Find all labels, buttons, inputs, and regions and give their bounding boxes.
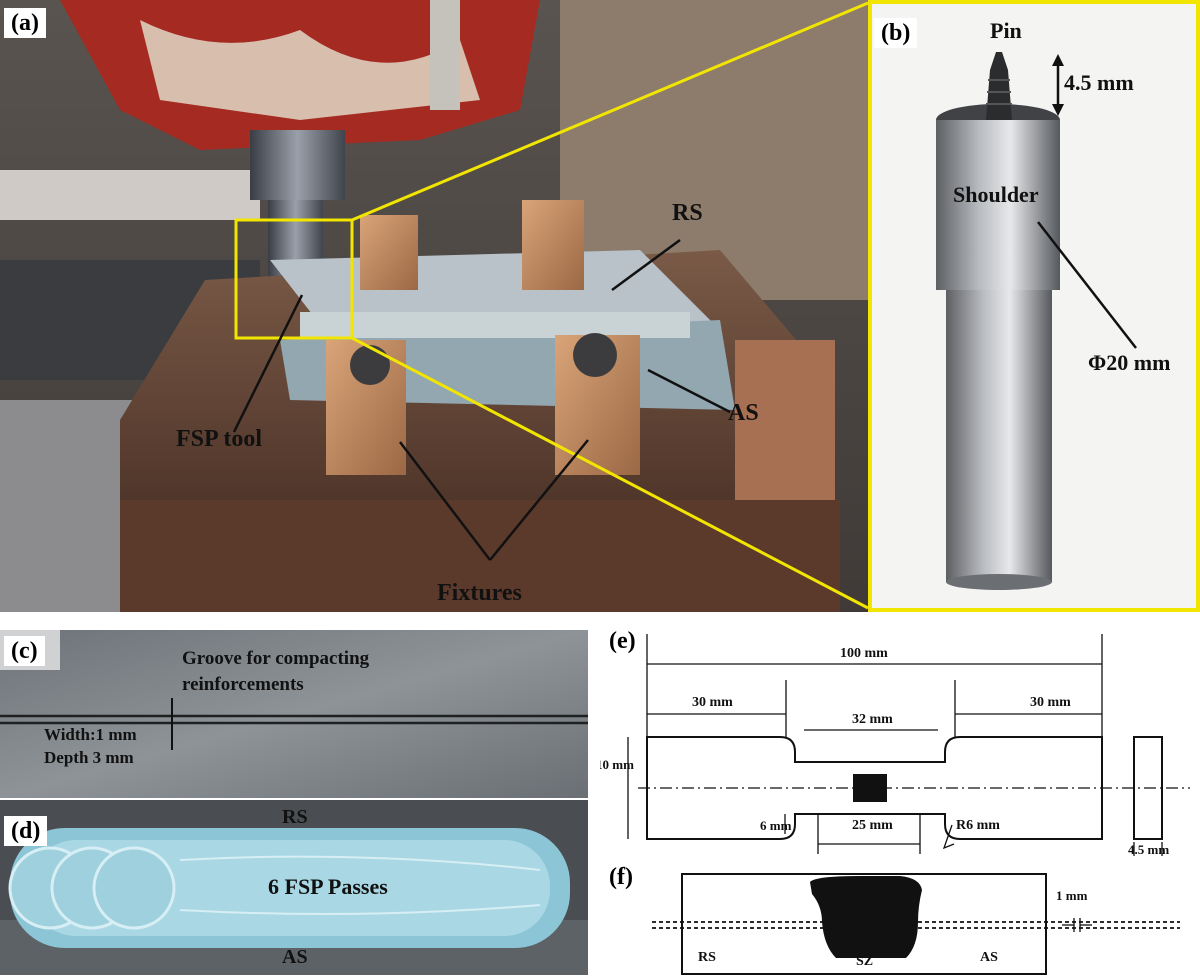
dim-left-label: 30 mm xyxy=(692,695,733,710)
panel-c-label: (c) xyxy=(4,636,45,666)
cross-section-drawing xyxy=(652,873,1180,975)
passes-rs-label: RS xyxy=(282,806,308,828)
section-sz-label: SZ xyxy=(856,954,874,969)
groove-plate-photo xyxy=(0,630,588,798)
pin-label: Pin xyxy=(990,18,1022,43)
as-label: AS xyxy=(728,400,759,426)
panel-c-photo: (c) Groove for compacting reinforcements… xyxy=(0,630,588,798)
panel-f-label: (f) xyxy=(602,862,640,892)
panel-e-label: (e) xyxy=(602,626,643,656)
groove-label-line1: Groove for compacting xyxy=(182,648,370,669)
dim-right-label: 30 mm xyxy=(1030,695,1071,710)
diameter-label: Φ20 mm xyxy=(1088,350,1171,375)
dim-radius-label: R6 mm xyxy=(956,818,1000,833)
groove-label-line2: reinforcements xyxy=(182,674,304,695)
panel-b-label: (b) xyxy=(874,18,918,48)
section-rs-label: RS xyxy=(698,950,716,965)
fsp-tool-photo xyxy=(868,0,1200,612)
passes-count-label: 6 FSP Passes xyxy=(268,874,388,899)
dim-thickness-label: 4.5 mm xyxy=(1128,842,1170,857)
panel-b-photo: (b) Pin 4.5 mm Shoulder Φ20 mm xyxy=(868,0,1200,612)
section-as-label: AS xyxy=(980,950,998,965)
panel-f-drawing: (f) RS SZ AS 1 mm xyxy=(600,862,1200,980)
shoulder-label: Shoulder xyxy=(953,182,1039,207)
pin-length-label: 4.5 mm xyxy=(1064,70,1134,95)
dim-total-label: 100 mm xyxy=(840,646,888,661)
passes-as-label: AS xyxy=(282,946,308,968)
dim-narrow-label: 25 mm xyxy=(852,818,893,833)
panel-d-label: (d) xyxy=(4,816,48,846)
groove-width-label: Width:1 mm xyxy=(44,725,137,744)
panel-a-photo: (a) RS AS FSP tool Fixtures xyxy=(0,0,868,612)
tensile-specimen-drawing xyxy=(627,634,1190,856)
fsp-tool-label: FSP tool xyxy=(176,426,263,452)
fsp-passes-photo xyxy=(0,800,588,975)
section-gap-label: 1 mm xyxy=(1056,888,1088,903)
panel-d-photo: (d) RS 6 FSP Passes AS xyxy=(0,800,588,975)
panel-e-drawing: (e) 100 mm 30 mm 30 mm 32 mm 10 mm 6 mm … xyxy=(600,620,1200,860)
dim-height-label: 10 mm xyxy=(600,757,634,772)
panel-a-label: (a) xyxy=(4,8,46,38)
rs-label: RS xyxy=(672,200,703,226)
fsp-setup-photo xyxy=(0,0,868,612)
dim-six-label: 6 mm xyxy=(760,818,792,833)
fixtures-label: Fixtures xyxy=(437,580,522,606)
dim-gauge-label: 32 mm xyxy=(852,712,893,727)
groove-depth-label: Depth 3 mm xyxy=(44,748,134,767)
